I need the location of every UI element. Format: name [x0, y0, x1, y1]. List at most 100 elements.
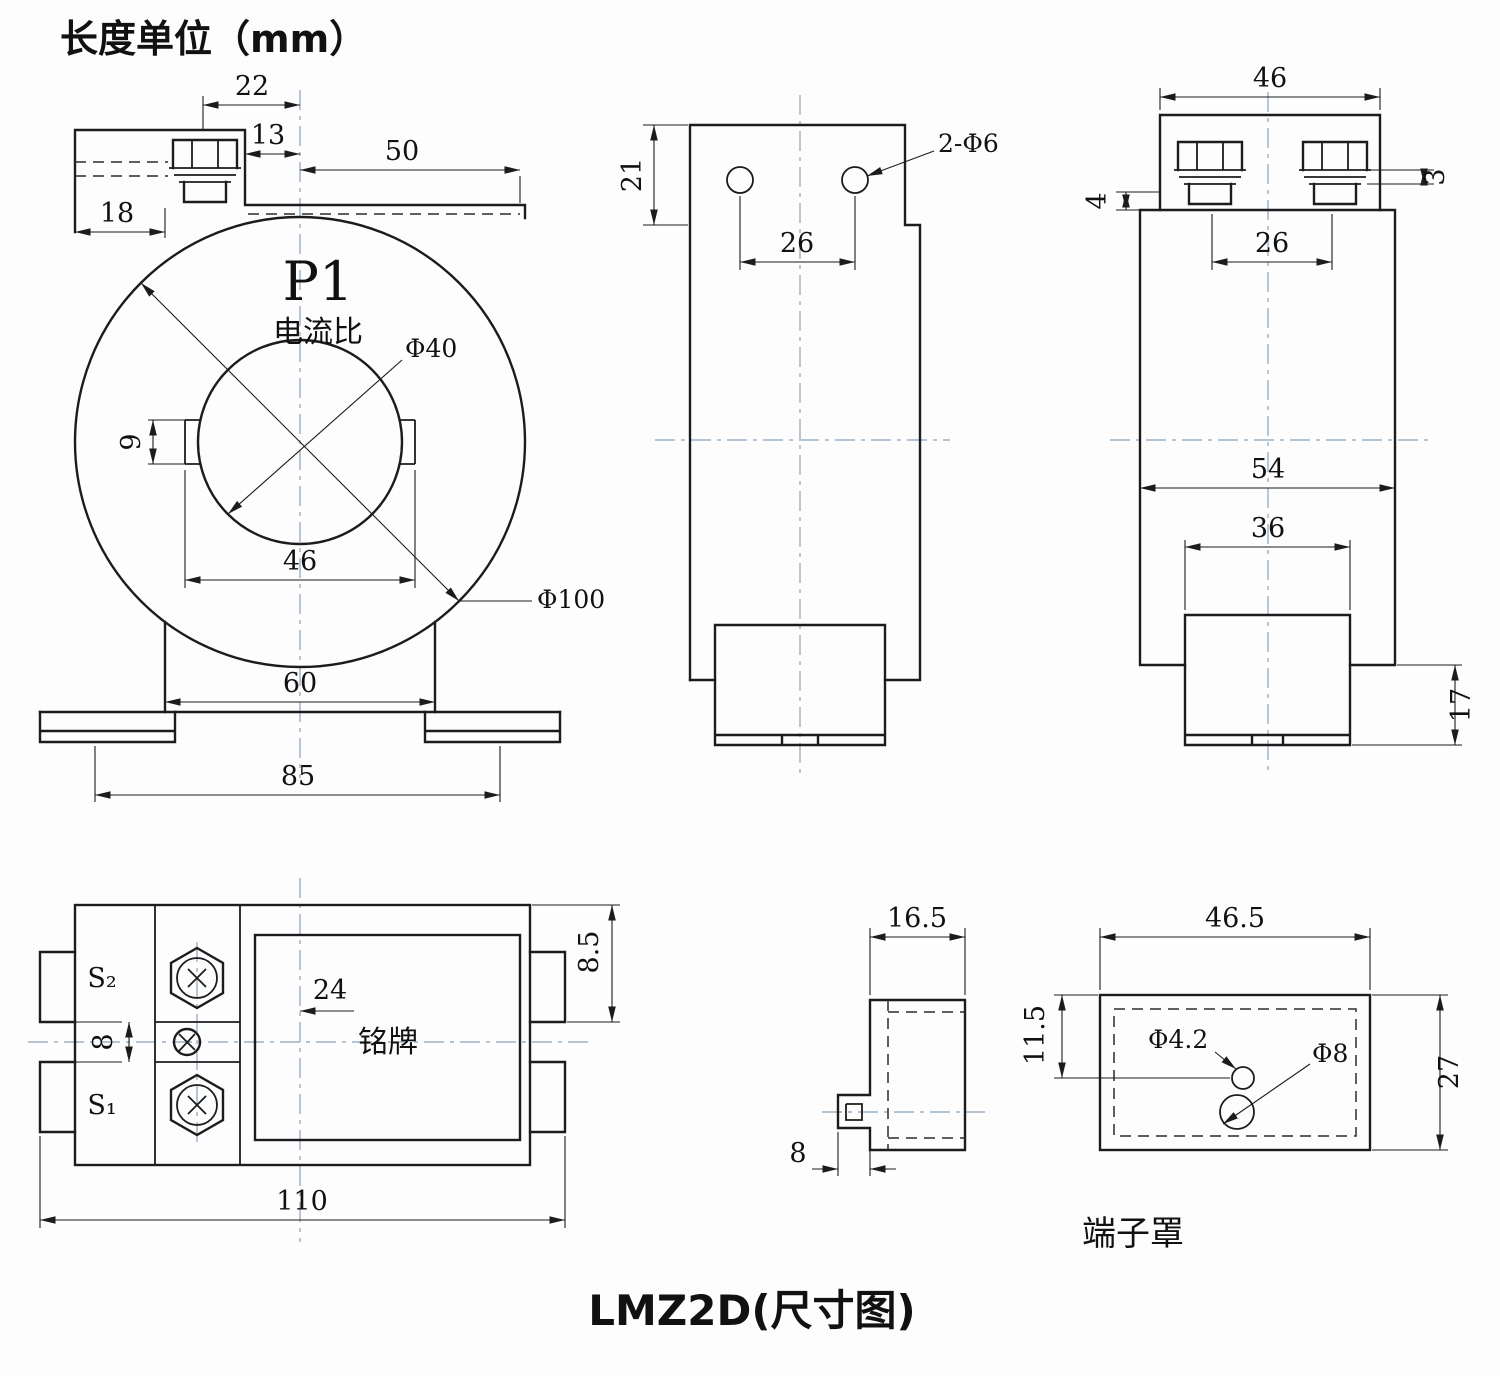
cover-side-view: 16.5 8 [789, 903, 985, 1176]
dim-label: 13 [251, 120, 285, 151]
hidden-edges [75, 161, 520, 215]
dia-large-label: Φ8 [1312, 1039, 1348, 1068]
dim-cover-46_5: 46.5 [1099, 903, 1371, 990]
dim-top-110: 110 [39, 1136, 566, 1228]
rear-view: 46 4 3 26 54 36 17 [1082, 63, 1477, 772]
rear-centerlines [1110, 92, 1432, 772]
cover-hole-small [1231, 1066, 1255, 1090]
side-view-outline [688, 123, 922, 747]
base-legs [163, 620, 437, 714]
dim-cover-27: 27 [1372, 994, 1465, 1151]
dim-label: 8 [789, 1138, 806, 1169]
dim-label: 46.5 [1205, 903, 1265, 934]
drawing-title: LMZ2D(尺寸图) [588, 1286, 916, 1335]
side-centerlines [655, 95, 950, 775]
dim-rear-46: 46 [1159, 63, 1381, 110]
dim-label: 11.5 [1020, 1005, 1051, 1065]
top-view-outline [38, 903, 567, 1167]
terminal-screw-right [1297, 140, 1373, 206]
dim-label: 17 [1446, 688, 1477, 722]
note-cover-dia42: Φ4.2 [1148, 1025, 1237, 1070]
mounting-foot-left [38, 710, 177, 744]
rear-terminal-block [1183, 613, 1352, 747]
dim-label: 54 [1251, 454, 1285, 485]
dim-label: 27 [1434, 1055, 1465, 1089]
dim-label: 110 [276, 1186, 328, 1217]
cover-front-view: Φ4.2 Φ8 46.5 11.5 27 端子罩 [1020, 903, 1465, 1254]
cover-caption: 端子罩 [1082, 1214, 1184, 1254]
dim-cover-11_5: 11.5 [1020, 994, 1230, 1079]
dia-outer-label: Φ100 [537, 585, 605, 614]
dim-rear-54: 54 [1140, 454, 1395, 492]
dim-rear-4: 4 [1082, 191, 1160, 211]
outer-ring-circle [73, 215, 527, 669]
dim-label: 18 [100, 198, 134, 229]
unit-label: 长度单位（mm） [60, 17, 367, 61]
mount-hole-right [841, 166, 869, 194]
note-side-holes: 2-Φ6 [866, 129, 999, 177]
dim-front-85: 85 [94, 746, 501, 802]
dim-rear-26: 26 [1211, 214, 1333, 270]
terminal-strip-lines [154, 905, 241, 1165]
dim-rear-36: 36 [1184, 513, 1351, 610]
dim-label: 22 [235, 71, 269, 102]
dim-label: 46 [1253, 63, 1287, 94]
dim-side-26: 26 [739, 196, 856, 270]
cover-front-hidden [1113, 1008, 1357, 1137]
dim-label: 9 [116, 433, 147, 450]
dim-front-13: 13 [245, 120, 300, 158]
dim-front-18: 18 [75, 198, 166, 238]
top-body-outline [73, 128, 527, 234]
terminal-screw-left [1172, 140, 1248, 206]
dim-label: 85 [281, 761, 315, 792]
cover-hole-large [1219, 1094, 1255, 1130]
nameplate-outline [253, 933, 522, 1142]
dim-label: 50 [385, 136, 419, 167]
dia-inner-label: Φ40 [405, 334, 457, 363]
side-view: 2-Φ6 21 26 [617, 95, 999, 775]
dim-label: 60 [283, 668, 317, 699]
dim-cover-8: 8 [789, 1132, 896, 1176]
top-view: S₂ S₁ 铭牌 8.5 24 8 110 [28, 878, 620, 1242]
dim-front-9: 9 [116, 419, 185, 465]
cover-side-outline [836, 998, 967, 1152]
dim-label: 26 [780, 228, 814, 259]
dim-front-dia100: Φ100 [140, 282, 605, 614]
mounting-foot-right [423, 710, 562, 744]
dim-rear-17: 17 [1352, 664, 1477, 746]
cover-front-outline [1098, 993, 1372, 1152]
dim-top-24: 24 [300, 975, 354, 1015]
dim-rear-3: 3 [1367, 168, 1451, 186]
current-ratio-label: 电流比 [273, 315, 363, 350]
mount-hole-left [726, 166, 754, 194]
dim-front-22: 22 [202, 71, 300, 130]
dim-label: 4 [1082, 192, 1113, 209]
top-view-centerlines [28, 878, 588, 1242]
dim-top-8_5: 8.5 [532, 904, 620, 1023]
dim-label: 16.5 [887, 903, 947, 934]
dim-label: 36 [1251, 513, 1285, 544]
side-lugs-left [38, 950, 77, 1134]
terminal-s2-label: S₂ [87, 963, 116, 994]
nameplate-label: 铭牌 [358, 1025, 418, 1060]
dim-label: 3 [1420, 168, 1451, 185]
cover-side-hidden [887, 1000, 965, 1150]
cover-clip-notch [845, 1103, 863, 1121]
p1-terminal-label: P1 [283, 250, 354, 313]
dim-label: 21 [617, 158, 648, 192]
dim-side-21: 21 [617, 124, 688, 226]
body-outline [73, 903, 532, 1167]
front-view-outline [38, 128, 562, 744]
hole-note-label: 2-Φ6 [938, 129, 999, 158]
terminal-screw-front [167, 138, 243, 204]
terminal-s1-label: S₁ [87, 1090, 116, 1121]
dim-front-50: 50 [300, 136, 521, 203]
dim-label: 26 [1255, 228, 1289, 259]
dia-small-label: Φ4.2 [1148, 1025, 1208, 1054]
dim-label: 46 [283, 546, 317, 577]
rear-view-outline [1138, 113, 1397, 747]
note-cover-dia8: Φ8 [1222, 1039, 1348, 1125]
dim-label: 8 [88, 1033, 119, 1050]
